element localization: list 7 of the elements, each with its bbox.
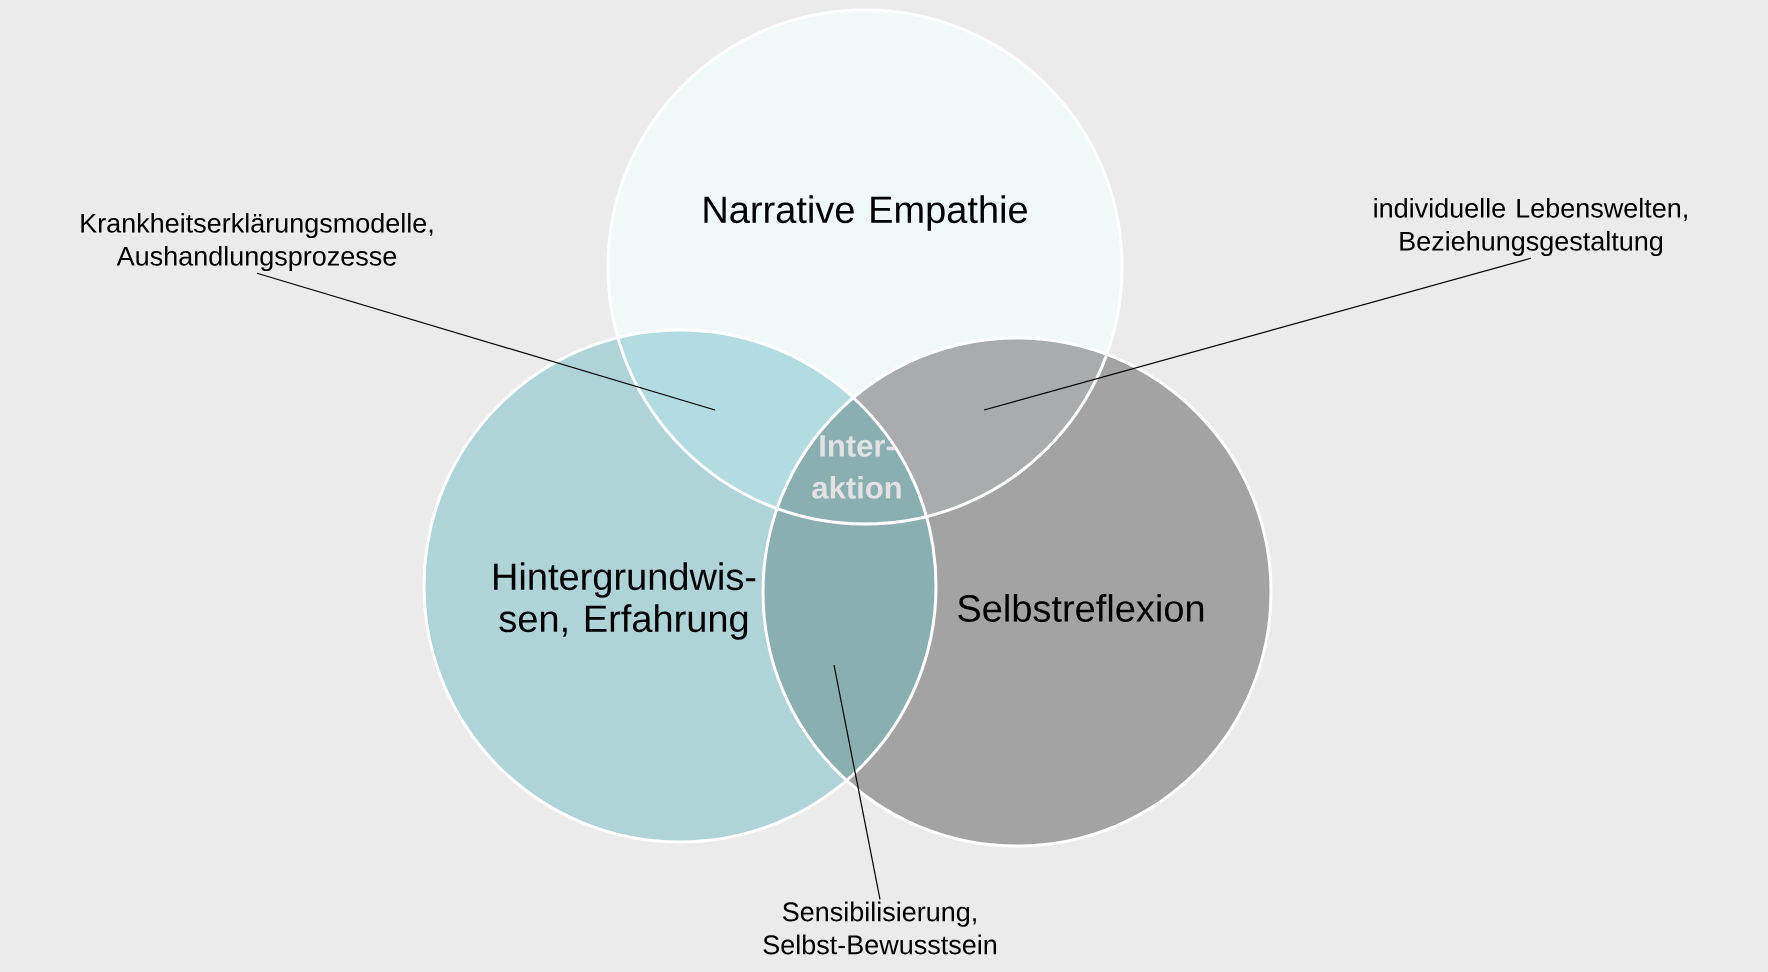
callout-text: Krankheitserklärungsmodelle, Aushandlungsprozesse bbox=[81, 212, 433, 272]
callout-text: Sensibilisierung, Selbst-Bewusstsein bbox=[763, 901, 997, 955]
callout-text: individuelle Lebenswelten, Beziehungsgestaltung bbox=[1374, 197, 1687, 257]
overlap-label: Inter- aktion bbox=[812, 435, 901, 499]
leader-line bbox=[256, 272, 716, 411]
leader-line bbox=[833, 664, 881, 900]
leader-line bbox=[983, 257, 1532, 411]
